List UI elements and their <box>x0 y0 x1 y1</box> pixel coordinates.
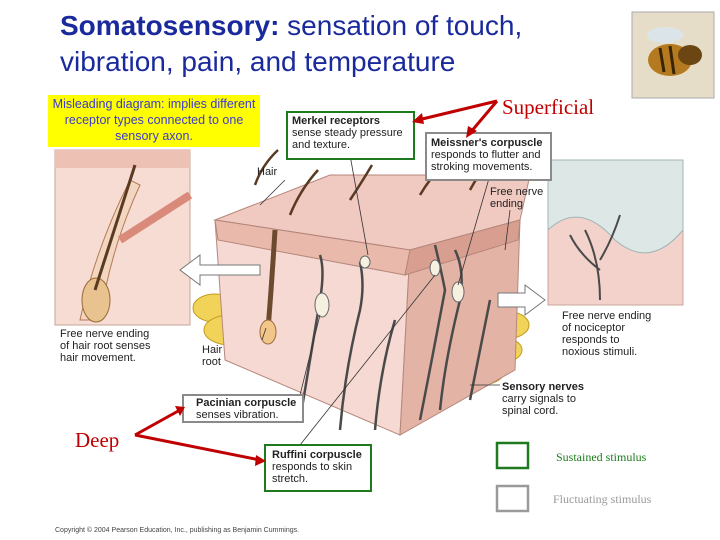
bee-photo <box>631 11 715 99</box>
ruffini-box <box>264 444 372 492</box>
legend-sustained-swatch <box>495 441 530 470</box>
hair-root-free-nerve-label: Free nerve ending of hair root senses ha… <box>60 328 151 364</box>
legend-fluctuating-swatch <box>495 484 530 513</box>
ruffini-corpuscle <box>429 259 441 277</box>
title-rest: sensation of touch, vibration, pain, and… <box>60 10 523 77</box>
superficial-arrows <box>417 99 499 134</box>
leader-lines <box>259 154 511 446</box>
nociceptor-inset <box>547 159 684 306</box>
sensory-nerves-label: Sensory nerves carry signals to spinal c… <box>502 381 584 417</box>
merkel-receptor <box>359 255 371 269</box>
merkel-label: Merkel receptors sense steady pressure a… <box>292 115 403 151</box>
meissner-name: Meissner's corpuscle <box>431 137 543 149</box>
deep-arrows <box>134 408 261 462</box>
slide-title: Somatosensory: sensation of touch, vibra… <box>60 8 620 80</box>
copyright: Copyright © 2004 Pearson Education, Inc.… <box>55 527 300 534</box>
deep-label: Deep <box>75 428 120 452</box>
ruffini-label: Ruffini corpuscle responds to skin stret… <box>272 449 362 485</box>
pacinian-box <box>182 394 304 423</box>
pacinian-corpuscle <box>314 292 330 318</box>
meissner-box <box>425 132 552 181</box>
misleading-note: Misleading diagram: implies different re… <box>48 95 260 147</box>
merkel-box <box>286 111 415 160</box>
hair-follicle-inset <box>54 149 193 326</box>
meissner-label: Meissner's corpuscle responds to flutter… <box>431 137 543 173</box>
title-bold: Somatosensory: <box>60 10 280 41</box>
legend-fluctuating-text: Fluctuating stimulus <box>553 492 652 506</box>
legend-sustained-text: Sustained stimulus <box>556 450 647 464</box>
meissner-corpuscle <box>451 281 465 303</box>
superficial-label: Superficial <box>502 95 595 119</box>
merkel-name: Merkel receptors <box>292 115 381 127</box>
pacinian-label: Pacinian corpuscle senses vibration. <box>196 397 297 421</box>
nociceptor-label: Free nerve ending of nociceptor responds… <box>562 310 652 358</box>
hair-label: Hair <box>257 166 278 178</box>
